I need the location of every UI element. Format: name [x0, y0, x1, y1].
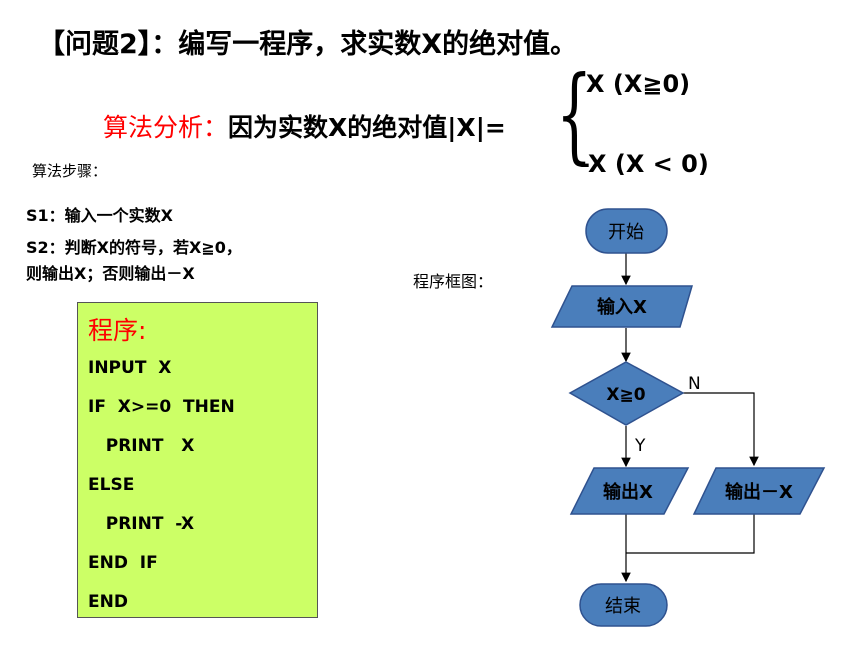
input-parallelogram	[550, 285, 694, 328]
analysis-text: 因为实数X的绝对值|X|=	[228, 113, 506, 142]
analysis-label: 算法分析：	[103, 113, 229, 142]
algorithm-analysis: 算法分析：因为实数X的绝对值|X|=	[103, 108, 506, 144]
program-line: IF X>=0 THEN	[88, 397, 235, 417]
input-label: 输入X	[597, 296, 647, 318]
program-line: END	[88, 592, 128, 612]
program-heading: 程序:	[88, 316, 147, 345]
flowchart-label: 程序框图：	[413, 272, 494, 291]
program-line: PRINT -X	[88, 514, 195, 534]
output-yes-parallelogram	[569, 467, 690, 515]
end-label: 结束	[605, 596, 641, 617]
line-no-merge	[626, 514, 755, 554]
no-label: N	[688, 374, 701, 394]
output-no-parallelogram	[692, 467, 826, 515]
brace-symbol: {	[556, 53, 593, 175]
step-2-line-2: 则输出X；否则输出－X	[26, 264, 195, 283]
program-box: 程序: INPUT X IF X>=0 THEN PRINT X ELSE PR…	[77, 302, 318, 618]
program-line: PRINT X	[88, 436, 195, 456]
steps-heading: 算法步骤：	[32, 162, 108, 180]
decision-label: X≧0	[606, 385, 645, 405]
problem-title: 【问题2】：编写一程序，求实数X的绝对值。	[38, 29, 578, 60]
step-1: S1：输入一个实数X	[26, 206, 173, 225]
decision-diamond	[568, 361, 685, 426]
step-2-line-1: S2：判断X的符号，若X≧0，	[26, 238, 242, 257]
yes-label: Y	[634, 436, 646, 456]
output-no-label: 输出－X	[725, 481, 793, 503]
output-yes-label: 输出X	[603, 481, 653, 503]
end-terminal	[579, 583, 668, 627]
program-line: END IF	[88, 553, 158, 573]
start-label: 开始	[608, 222, 644, 243]
program-line: INPUT X	[88, 358, 172, 378]
program-line: ELSE	[88, 475, 135, 495]
case-positive: X (X≧0)	[586, 70, 691, 98]
start-terminal	[585, 208, 668, 254]
arrow-decision-no	[683, 392, 759, 467]
case-negative: -X (X < 0)	[580, 150, 709, 178]
